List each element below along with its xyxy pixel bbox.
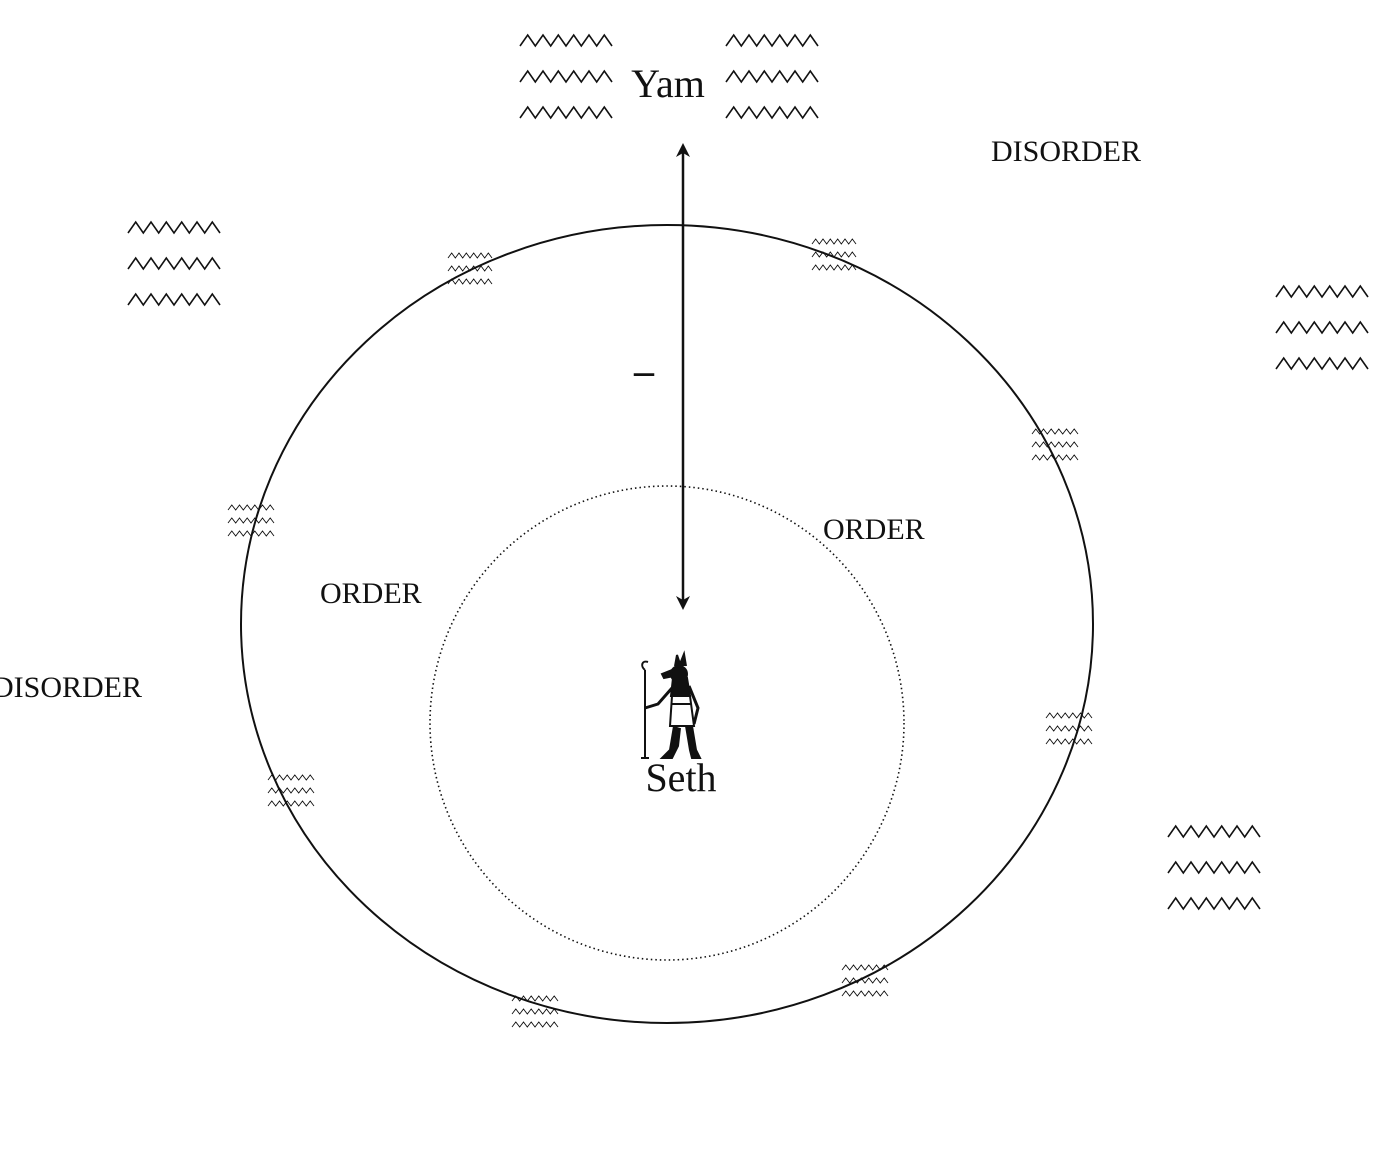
disorder-label-left: DISORDER — [0, 671, 142, 704]
water-wave-line — [227, 530, 275, 537]
water-wave-line — [267, 774, 315, 781]
water-wave-line — [511, 1008, 559, 1015]
water-wave-line — [1045, 738, 1093, 745]
water-waves-icon — [519, 33, 613, 120]
water-wave-line — [519, 105, 613, 120]
water-wave-line — [811, 238, 857, 245]
water-wave-line — [127, 256, 221, 271]
water-waves-icon — [1275, 284, 1369, 371]
water-wave-line — [519, 69, 613, 84]
water-wave-line — [1031, 428, 1079, 435]
water-waves-icon — [267, 774, 315, 807]
water-wave-line — [519, 33, 613, 48]
water-wave-line — [267, 800, 315, 807]
water-waves-icon — [227, 504, 275, 537]
water-wave-line — [447, 265, 493, 272]
water-waves-icon — [811, 238, 857, 271]
water-wave-line — [1031, 441, 1079, 448]
water-wave-line — [227, 504, 275, 511]
water-wave-line — [725, 105, 819, 120]
inner-dotted-circle — [429, 485, 905, 961]
water-waves-icon — [1167, 824, 1261, 911]
water-wave-line — [1045, 725, 1093, 732]
water-wave-line — [447, 278, 493, 285]
water-waves-icon — [1031, 428, 1079, 461]
water-wave-line — [841, 977, 889, 984]
water-wave-line — [725, 33, 819, 48]
water-wave-line — [447, 252, 493, 259]
disorder-label-top-right: DISORDER — [991, 135, 1141, 168]
water-waves-icon — [447, 252, 493, 285]
water-wave-line — [1045, 712, 1093, 719]
water-wave-line — [811, 264, 857, 271]
water-wave-line — [511, 995, 559, 1002]
water-wave-line — [1167, 896, 1261, 911]
water-waves-icon — [725, 33, 819, 120]
water-waves-icon — [127, 220, 221, 307]
seth-figure-icon — [641, 650, 702, 759]
water-waves-layer — [127, 33, 1369, 1028]
water-wave-line — [1275, 356, 1369, 371]
water-wave-line — [127, 292, 221, 307]
water-wave-line — [1031, 454, 1079, 461]
water-waves-icon — [841, 964, 889, 997]
outer-boundary-circle — [240, 224, 1094, 1024]
order-label-right: ORDER — [823, 513, 925, 546]
water-wave-line — [227, 517, 275, 524]
water-wave-line — [267, 787, 315, 794]
water-wave-line — [841, 990, 889, 997]
water-waves-icon — [1045, 712, 1093, 745]
yam-label: Yam — [631, 61, 705, 106]
water-wave-line — [841, 964, 889, 971]
water-wave-line — [1275, 320, 1369, 335]
water-wave-line — [725, 69, 819, 84]
water-wave-line — [1275, 284, 1369, 299]
water-wave-line — [511, 1021, 559, 1028]
minus-sign: – — [633, 348, 655, 393]
water-wave-line — [811, 251, 857, 258]
water-wave-line — [1167, 860, 1261, 875]
water-wave-line — [1167, 824, 1261, 839]
order-label-left: ORDER — [320, 577, 422, 610]
water-wave-line — [127, 220, 221, 235]
water-waves-icon — [511, 995, 559, 1028]
seth-label: Seth — [645, 755, 716, 800]
